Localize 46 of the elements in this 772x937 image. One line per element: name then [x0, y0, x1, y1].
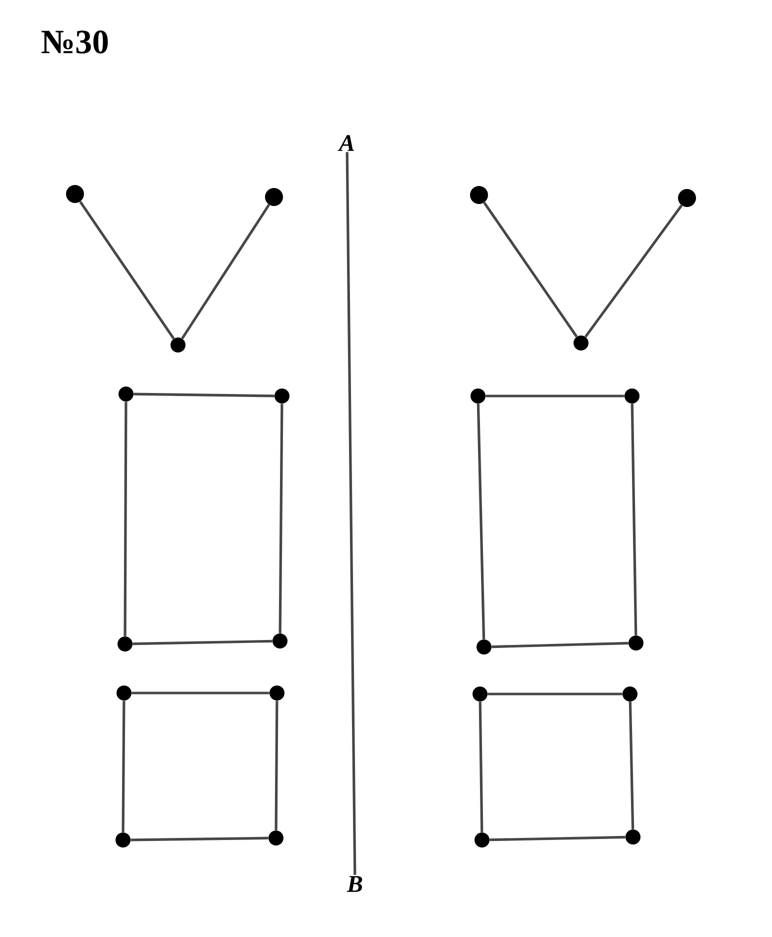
- segment: [124, 402, 128, 636]
- segment: [584, 204, 683, 338]
- axis-line: [346, 152, 356, 875]
- segment: [132, 692, 270, 694]
- point-label: A: [338, 135, 354, 151]
- point-label: B: [346, 876, 362, 892]
- segment: [488, 692, 622, 696]
- point: [118, 386, 134, 402]
- segment: [628, 702, 634, 830]
- title: №30: [42, 30, 108, 54]
- point: [265, 188, 283, 206]
- segment: [181, 204, 270, 340]
- point: [272, 634, 288, 648]
- segment: [630, 404, 638, 636]
- point: [274, 388, 290, 404]
- segment: [122, 700, 126, 832]
- point: [574, 336, 588, 350]
- point: [270, 686, 284, 700]
- point: [472, 686, 488, 702]
- segment: [486, 394, 624, 398]
- segment: [483, 202, 578, 338]
- point: [622, 686, 638, 702]
- segment: [278, 404, 284, 634]
- segment: [492, 642, 628, 648]
- point: [678, 189, 696, 207]
- point: [624, 388, 640, 404]
- segment: [79, 200, 175, 340]
- point: [626, 830, 640, 844]
- point: [474, 832, 490, 848]
- point: [170, 338, 186, 352]
- segment: [490, 836, 626, 842]
- segment: [478, 702, 484, 832]
- point: [470, 186, 488, 204]
- segment: [130, 836, 268, 842]
- point: [116, 832, 130, 848]
- point: [118, 636, 132, 652]
- point: [116, 686, 132, 700]
- point: [628, 636, 644, 650]
- point: [476, 640, 492, 654]
- segment: [274, 700, 278, 830]
- segment: [134, 392, 274, 398]
- point: [268, 830, 284, 846]
- point: [470, 388, 486, 404]
- point: [66, 185, 84, 203]
- segment: [132, 640, 272, 646]
- segment: [476, 404, 486, 640]
